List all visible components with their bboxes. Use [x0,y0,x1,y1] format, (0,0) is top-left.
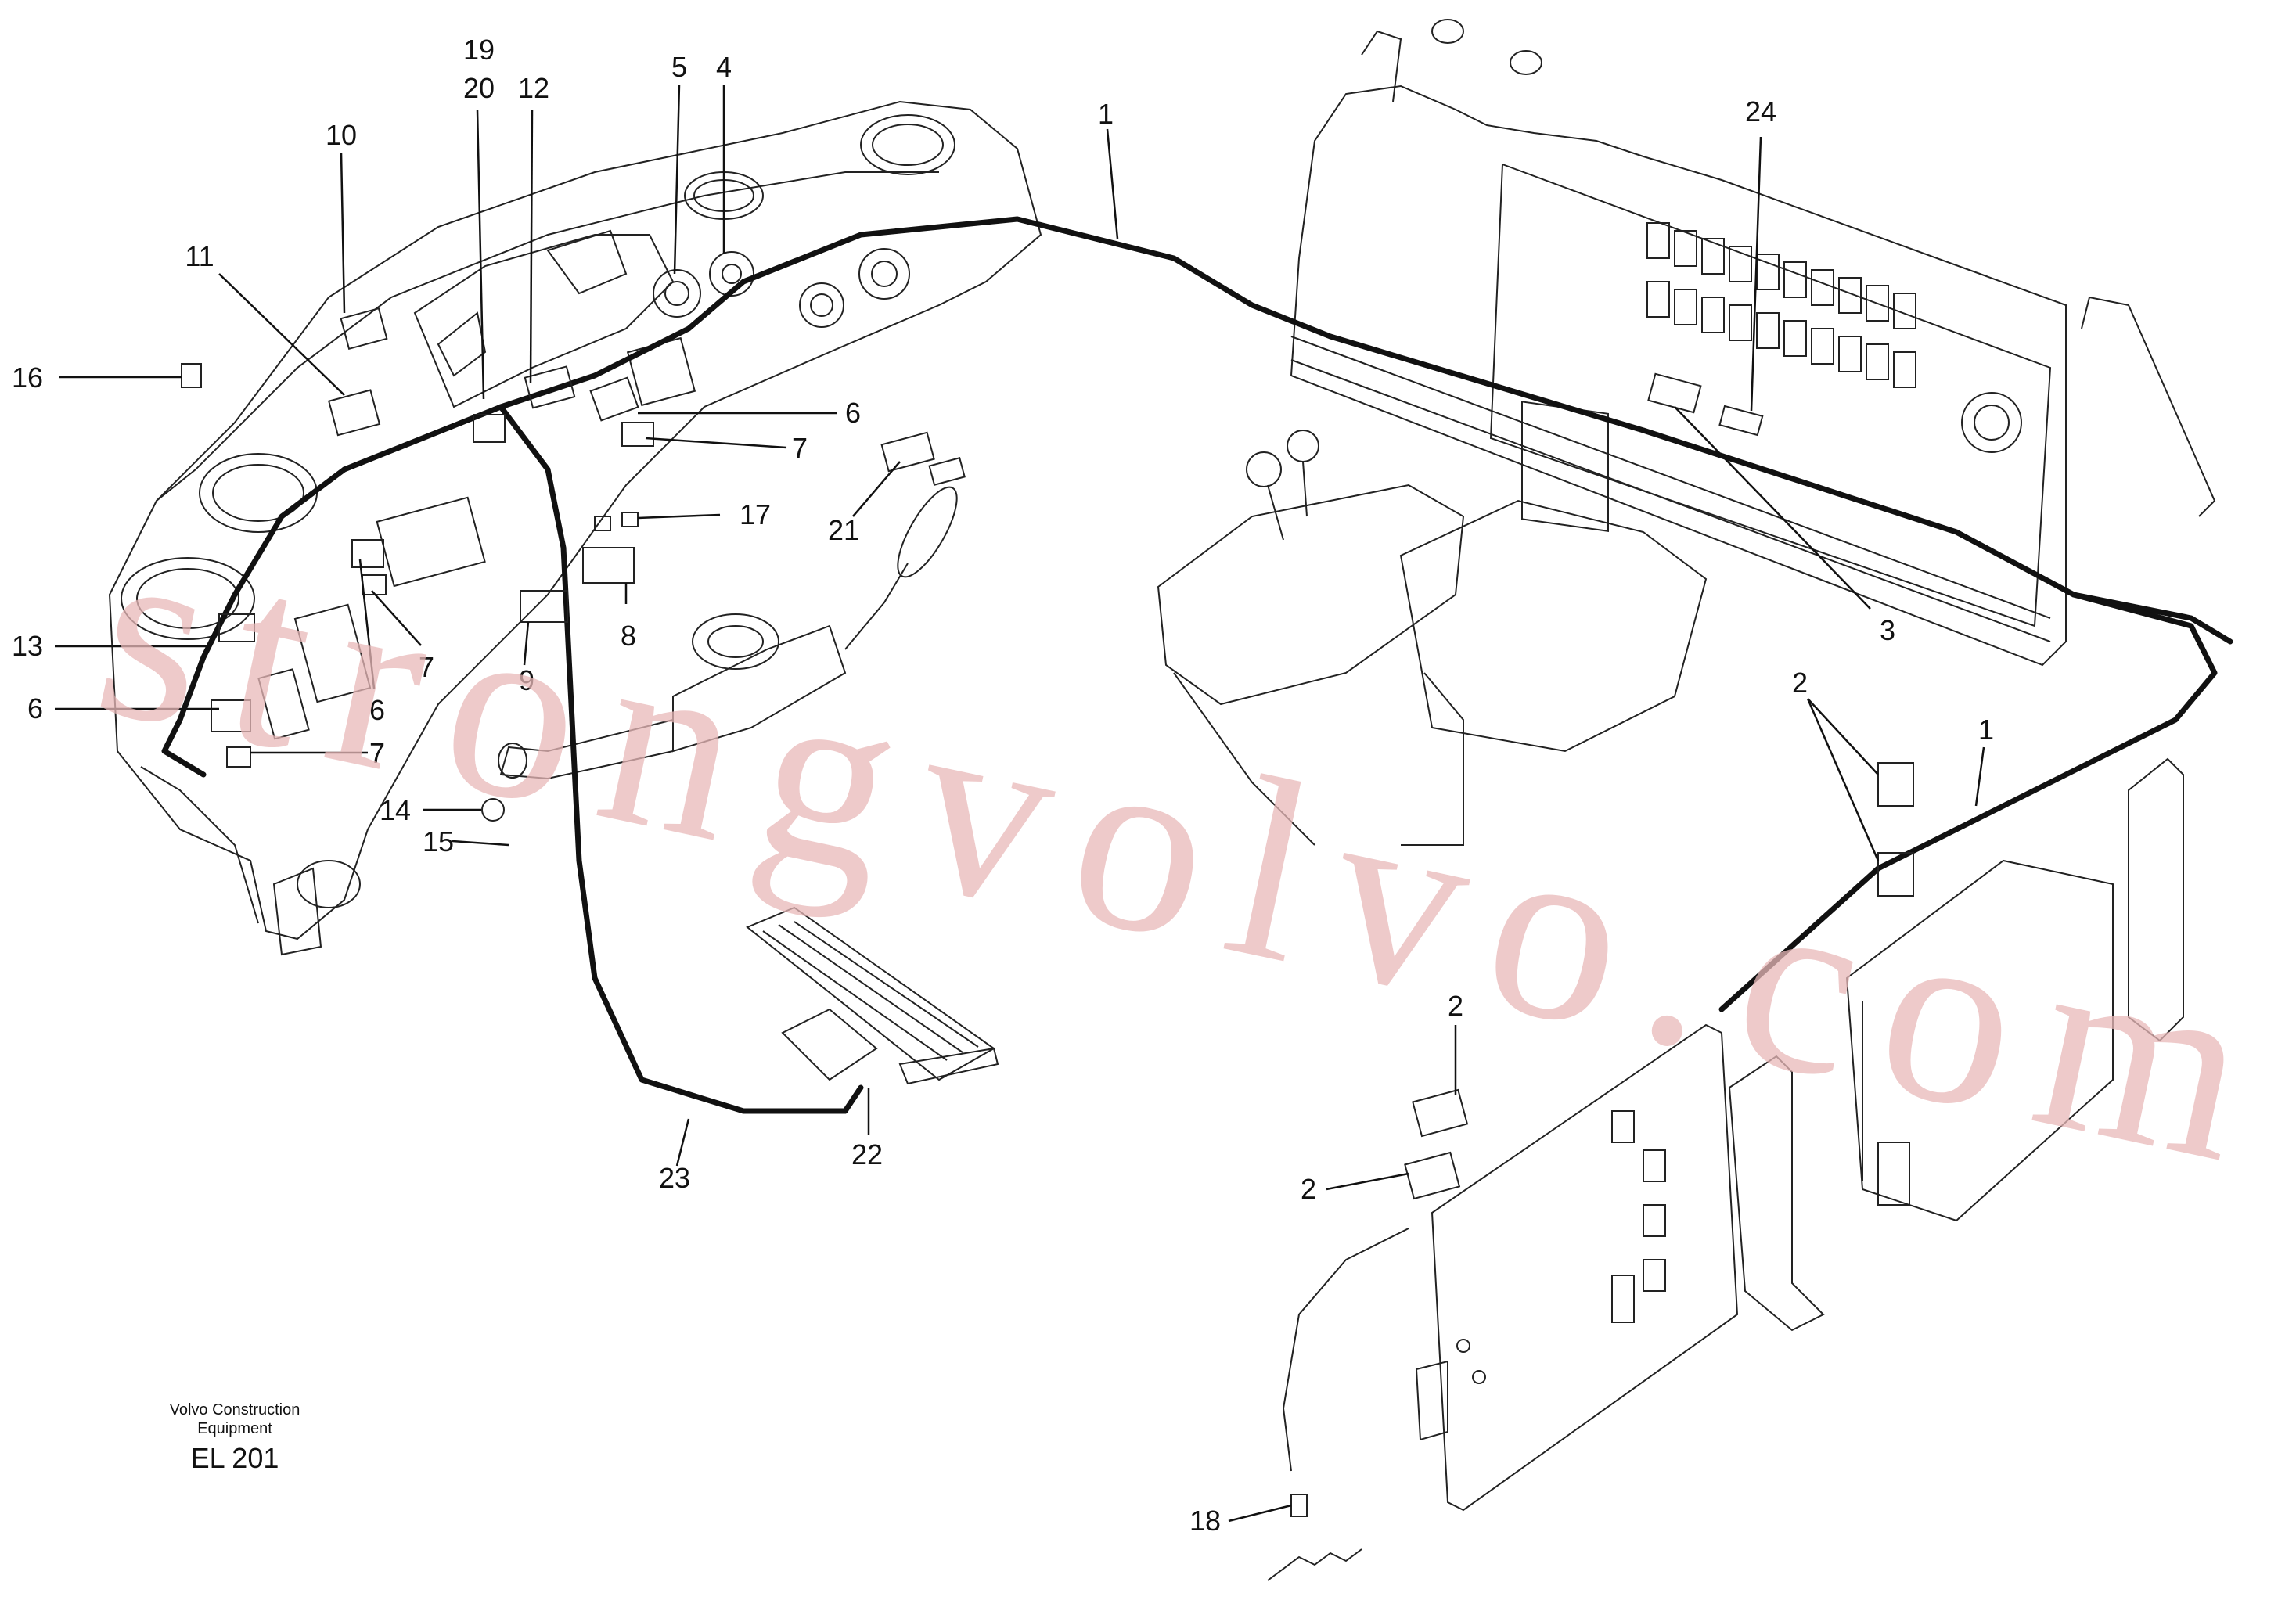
callout-7-mid: 7 [419,651,434,683]
callout-17: 17 [740,498,771,530]
connectors [181,307,1914,1581]
drawing-code: EL 201 [191,1442,279,1474]
callout-6-mid: 6 [369,694,385,726]
accelerator-pedal [746,906,999,1085]
callout-19: 19 [463,34,495,66]
callout-14: 14 [380,794,411,826]
callout-21: 21 [828,514,859,546]
joystick-armrest [1157,430,1708,846]
callout-13: 13 [12,630,43,662]
callout-11: 11 [185,240,214,272]
callout-16: 16 [12,361,43,394]
callout-1-top: 1 [1098,98,1114,130]
credit-block: Volvo Construction Equipment EL 201 [170,1401,300,1474]
callout-2-upper-right: 2 [1792,667,1808,699]
ignition-switch-group [653,248,910,328]
callout-6-lower: 6 [27,692,43,725]
callout-8: 8 [621,620,636,652]
callout-23: 23 [659,1162,690,1194]
callout-5: 5 [671,51,687,83]
callout-24: 24 [1745,95,1776,128]
callout-7-upper: 7 [792,432,808,464]
callout-9: 9 [519,664,534,696]
right-side-console [1290,19,2216,667]
callout-4: 4 [716,51,732,83]
callout-labels: 19 20 12 5 4 10 11 16 1 24 6 7 17 21 13 … [12,34,1994,1537]
credit-line-2: Equipment [197,1420,272,1437]
callout-10: 10 [326,119,357,151]
callout-3: 3 [1880,614,1895,646]
callout-1-right: 1 [1978,714,1994,746]
credit-line-1: Volvo Construction [170,1401,300,1419]
callout-2-lower-b: 2 [1301,1173,1316,1205]
callout-18: 18 [1189,1505,1221,1537]
callout-22: 22 [851,1138,883,1170]
switch-grid [1646,222,1916,388]
callout-7-lower: 7 [369,737,385,769]
callout-6-upper: 6 [845,397,861,429]
leader-lines [55,84,1985,1523]
watermark: strongvolvo.com [77,483,2296,1222]
callout-15: 15 [423,825,454,858]
steering-column-switch [498,486,958,780]
control-unit-boxes [1415,757,2184,1512]
callout-20: 20 [463,72,495,104]
main-wiring-harness [161,216,2233,1472]
callout-2-lower-a: 2 [1448,990,1463,1022]
callout-12: 12 [518,72,549,104]
